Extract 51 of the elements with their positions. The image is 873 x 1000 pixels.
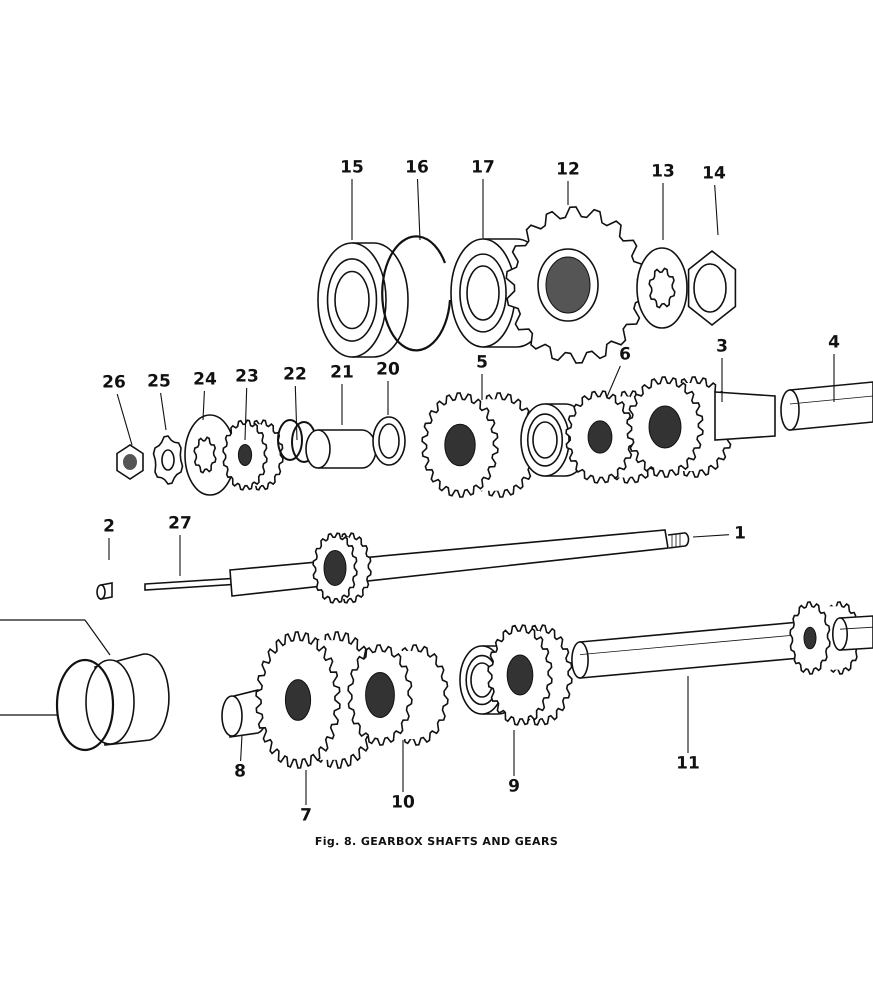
leader-line [108, 538, 110, 560]
leader-line [833, 354, 835, 402]
leader-line [160, 392, 167, 430]
leader-line [240, 734, 243, 762]
callout-number: 2 [101, 518, 117, 536]
callout-number: 4 [826, 334, 842, 352]
callout-number: 11 [674, 754, 702, 774]
callout-number: 6 [617, 346, 633, 364]
leader-line [244, 388, 248, 440]
leader-line [481, 374, 483, 400]
callout-number: 14 [700, 164, 728, 184]
leader-line [387, 381, 389, 415]
callout-number: 24 [191, 370, 219, 390]
leader-line [482, 179, 484, 238]
leader-line [416, 178, 421, 240]
callout-number: 26 [100, 374, 128, 392]
callout-number: 9 [506, 778, 522, 796]
figure-caption: Fig. 8. GEARBOX SHAFTS AND GEARS [314, 835, 560, 848]
leader-line [714, 184, 719, 236]
leader-line [606, 366, 621, 398]
callout-number: 10 [389, 794, 417, 812]
leader-line [687, 676, 689, 753]
callout-number: 5 [474, 354, 490, 372]
leader-line [305, 770, 307, 805]
callout-number: 8 [232, 762, 248, 782]
leader-line [351, 179, 353, 240]
leader-line [179, 535, 181, 576]
leader-line [294, 386, 298, 440]
callout-number: 16 [403, 158, 431, 178]
callout-number: 23 [233, 368, 261, 386]
leader-line [116, 394, 133, 446]
callout-number: 27 [166, 514, 194, 534]
callout-number: 20 [374, 360, 402, 380]
leader-line [202, 390, 205, 420]
leader-line [567, 181, 569, 205]
callout-number: 15 [338, 158, 366, 178]
callout-number: 13 [649, 162, 677, 182]
leader-line [662, 183, 664, 240]
callout-number: 7 [298, 806, 314, 826]
callout-number: 17 [469, 158, 497, 178]
callout-number: 22 [281, 366, 309, 384]
leader-line [341, 384, 343, 425]
leader-line [402, 740, 404, 792]
leader-line [513, 730, 515, 776]
callout-number: 12 [554, 160, 582, 180]
callout-number: 1 [732, 524, 748, 544]
callout-number: 21 [328, 364, 356, 382]
callout-number: 3 [714, 338, 730, 356]
leader-line [721, 358, 723, 402]
callout-number: 25 [145, 372, 173, 392]
leader-line [692, 534, 730, 538]
